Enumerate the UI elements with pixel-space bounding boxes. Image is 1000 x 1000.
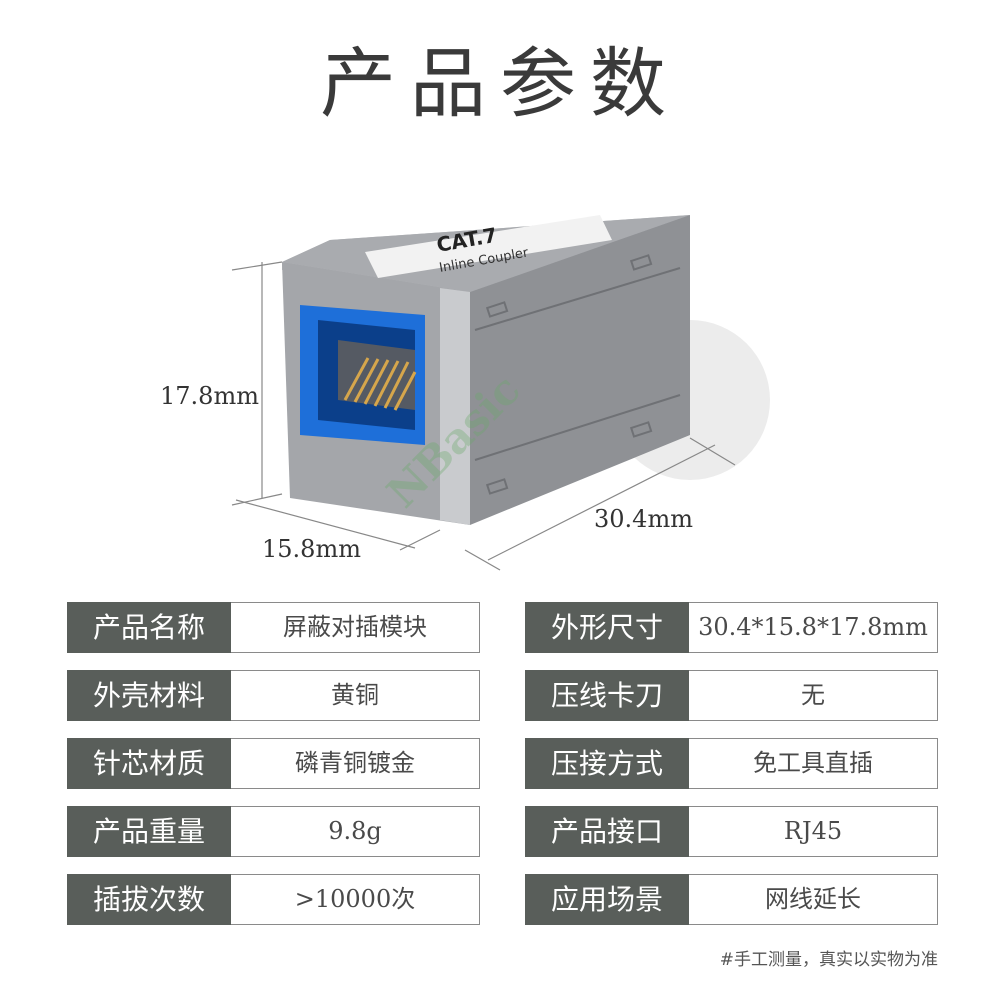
spec-row: 产品名称 屏蔽对插模块	[67, 602, 480, 653]
spec-value: 网线延长	[689, 874, 938, 925]
side-face	[470, 215, 690, 525]
spec-row: 外壳材料 黄铜	[67, 670, 480, 721]
spec-row: 插拔次数 >10000次	[67, 874, 480, 925]
spec-row: 产品接口 RJ45	[525, 806, 938, 857]
top-label	[365, 215, 612, 278]
spec-value: 免工具直插	[689, 738, 938, 789]
spec-value: 9.8g	[231, 806, 480, 857]
spec-label: 外形尺寸	[525, 602, 689, 653]
spec-label: 压接方式	[525, 738, 689, 789]
spec-label: 压线卡刀	[525, 670, 689, 721]
side-grooves	[474, 254, 681, 495]
product-illustration: CAT.7 Inline Coupler NBasic	[231, 215, 770, 571]
footnote: #手工测量，真实以实物为准	[719, 950, 938, 970]
spec-row: 压线卡刀 无	[525, 670, 938, 721]
spec-value: 屏蔽对插模块	[231, 602, 480, 653]
spec-label: 产品重量	[67, 806, 231, 857]
dimension-width: 15.8mm	[262, 535, 361, 563]
port-pins	[343, 357, 417, 411]
spec-label: 外壳材料	[67, 670, 231, 721]
spec-value: 黄铜	[231, 670, 480, 721]
dimension-lines	[231, 261, 736, 571]
spec-label: 针芯材质	[67, 738, 231, 789]
spec-value: 30.4*15.8*17.8mm	[689, 602, 938, 653]
spec-table-left: 产品名称 屏蔽对插模块 外壳材料 黄铜 针芯材质 磷青铜镀金 产品重量 9.8g…	[67, 602, 480, 942]
dimension-length: 30.4mm	[594, 505, 693, 533]
spec-value: RJ45	[689, 806, 938, 857]
spec-label: 产品接口	[525, 806, 689, 857]
spec-table-right: 外形尺寸 30.4*15.8*17.8mm 压线卡刀 无 压接方式 免工具直插 …	[525, 602, 938, 942]
spec-label: 插拔次数	[67, 874, 231, 925]
dimension-height: 17.8mm	[160, 382, 259, 410]
spec-row: 外形尺寸 30.4*15.8*17.8mm	[525, 602, 938, 653]
spec-row: 应用场景 网线延长	[525, 874, 938, 925]
spec-value: 无	[689, 670, 938, 721]
spec-label: 应用场景	[525, 874, 689, 925]
spec-label: 产品名称	[67, 602, 231, 653]
page-title: 产品参数	[320, 39, 680, 128]
spec-value: >10000次	[231, 874, 480, 925]
spec-row: 压接方式 免工具直插	[525, 738, 938, 789]
spec-value: 磷青铜镀金	[231, 738, 480, 789]
spec-row: 针芯材质 磷青铜镀金	[67, 738, 480, 789]
spec-row: 产品重量 9.8g	[67, 806, 480, 857]
